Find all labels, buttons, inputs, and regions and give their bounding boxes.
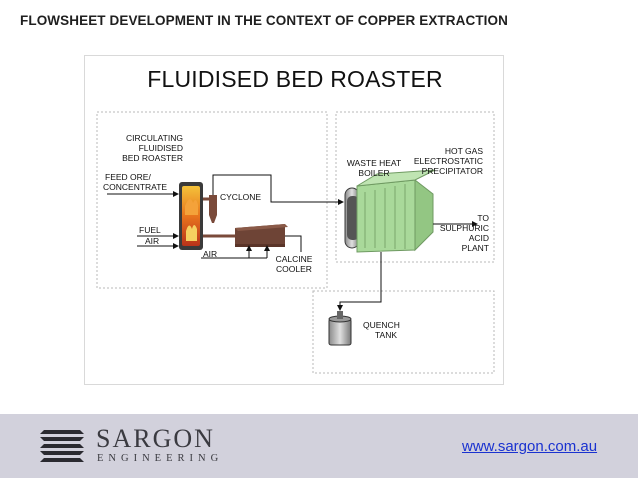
label-bed-roaster: BED ROASTER <box>122 153 183 163</box>
sargon-logo-icon <box>40 430 84 462</box>
label-calcine: CALCINE <box>275 254 313 264</box>
website-link[interactable]: www.sargon.com.au <box>462 438 598 455</box>
label-boiler: BOILER <box>358 168 390 178</box>
label-fluidised: FLUIDISED <box>138 143 183 153</box>
label-cooler: COOLER <box>276 264 312 274</box>
logo-name: SARGON <box>96 424 215 453</box>
label-circulating: CIRCULATING <box>126 133 183 143</box>
diagram-title: FLUIDISED BED ROASTER <box>147 66 443 92</box>
roaster-vessel <box>179 182 203 250</box>
gas-cleaning-area-box <box>335 111 495 263</box>
label-sulphuric: SULPHURIC <box>439 223 489 233</box>
label-feed-ore: FEED ORE/ <box>105 172 151 182</box>
quench-tank <box>328 311 352 346</box>
quench-area-box <box>312 290 495 374</box>
electrostatic-precipitator <box>356 169 436 253</box>
calcine-cooler <box>203 224 288 247</box>
label-cyclone: CYCLONE <box>220 192 262 202</box>
label-to: TO <box>477 213 489 223</box>
roaster-area-box <box>96 111 328 289</box>
label-quench: QUENCH <box>363 320 400 330</box>
label-tank: TANK <box>375 330 398 340</box>
footer-bar: SARGON ENGINEERING www.sargon.com.au <box>0 414 638 478</box>
cyclone <box>203 195 217 223</box>
label-fuel: FUEL <box>139 225 161 235</box>
process-diagram: FLUIDISED BED ROASTER <box>84 55 504 385</box>
label-electrostatic: ELECTROSTATIC <box>413 156 483 166</box>
flowsheet-graphic <box>96 111 495 374</box>
slide-title: FLOWSHEET DEVELOPMENT IN THE CONTEXT OF … <box>20 13 508 28</box>
label-acid: ACID <box>468 233 489 243</box>
label-air-top: AIR <box>145 236 160 246</box>
label-air-bottom: AIR <box>203 249 218 259</box>
label-waste-heat: WASTE HEAT <box>346 158 402 168</box>
logo-subtitle: ENGINEERING <box>97 453 224 464</box>
label-precipitator: PRECIPITATOR <box>421 166 483 176</box>
label-hot-gas: HOT GAS <box>444 146 483 156</box>
label-concentrate: CONCENTRATE <box>103 182 168 192</box>
label-plant: PLANT <box>461 243 489 253</box>
waste-heat-boiler <box>344 187 360 249</box>
